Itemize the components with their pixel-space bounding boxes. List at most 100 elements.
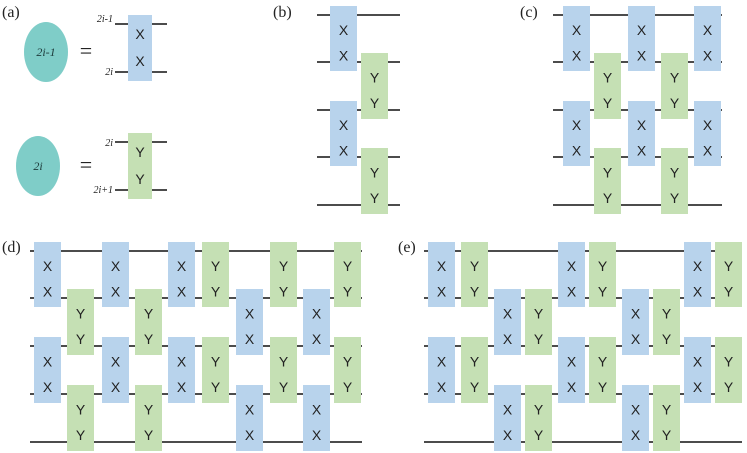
odd-x-gate-bottom-letter: X bbox=[135, 53, 145, 69]
circuit-b-y-gate-top-letter: Y bbox=[370, 69, 380, 85]
circuit-e-y-gate-bottom-letter: Y bbox=[470, 379, 480, 395]
circuit-e-x-gate-top-letter: X bbox=[631, 401, 641, 417]
circuit-e-x-gate-top-letter: X bbox=[503, 305, 513, 321]
circuit-d-y-gate bbox=[67, 289, 94, 355]
circuit-d-y-gate-top-letter: Y bbox=[144, 305, 154, 321]
circuit-e-y-gate-top-letter: Y bbox=[598, 258, 608, 274]
circuit-e-y-gate bbox=[653, 289, 680, 355]
circuit-d-x-gate-bottom-letter: X bbox=[43, 283, 53, 299]
circuit-c-x-gate-top-letter: X bbox=[703, 117, 713, 133]
circuit-d-x-gate-top-letter: X bbox=[245, 401, 255, 417]
circuit-d-y-gate-bottom-letter: Y bbox=[211, 283, 221, 299]
circuit-e-y-gate-bottom-letter: Y bbox=[534, 427, 544, 443]
circuit-b-x-gate-top-letter: X bbox=[339, 117, 349, 133]
circuit-e-x-gate-top-letter: X bbox=[437, 353, 447, 369]
circuit-d-y-gate-top-letter: Y bbox=[279, 258, 289, 274]
circuit-e-y-gate-bottom-letter: Y bbox=[662, 427, 672, 443]
circuit-e-y-gate-top-letter: Y bbox=[662, 401, 672, 417]
circuit-e-y-gate-top-letter: Y bbox=[534, 401, 544, 417]
circuit-d-y-gate-top-letter: Y bbox=[211, 258, 221, 274]
circuit-e-y-gate bbox=[589, 242, 616, 307]
odd-oval-label: 2i-1 bbox=[36, 45, 55, 59]
circuit-e-x-gate bbox=[428, 242, 455, 307]
circuit-e-y-gate-bottom-letter: Y bbox=[470, 283, 480, 299]
circuit-e-x-gate-bottom-letter: X bbox=[693, 379, 703, 395]
circuit-c-y-gate-top-letter: Y bbox=[603, 164, 613, 180]
circuit-e-x-gate-top-letter: X bbox=[693, 258, 703, 274]
circuit-d-y-gate-bottom-letter: Y bbox=[279, 283, 289, 299]
circuit-d-y-gate bbox=[202, 337, 229, 403]
circuit-d-x-gate-top-letter: X bbox=[111, 258, 121, 274]
panel-a: (a) 2i-1 = X X 2i-1 2i 2i = Y Y 2i 2i+1 bbox=[2, 4, 167, 199]
circuit-c-x-gate bbox=[694, 101, 721, 166]
circuit-d-y-gate bbox=[202, 242, 229, 307]
circuit-e-x-gate bbox=[558, 242, 585, 307]
circuit-e-y-gate-bottom-letter: Y bbox=[724, 283, 734, 299]
circuit-d-x-gate-bottom-letter: X bbox=[111, 283, 121, 299]
circuit-e-x-gate bbox=[558, 337, 585, 403]
circuit-c-x-gate-top-letter: X bbox=[637, 22, 647, 38]
circuit-e-x-gate bbox=[684, 337, 711, 403]
circuit-c-x-gate-top-letter: X bbox=[572, 117, 582, 133]
circuit-c-x-gate-top-letter: X bbox=[572, 22, 582, 38]
circuit-d-x-gate bbox=[34, 337, 61, 403]
circuit-d-y-gate bbox=[270, 242, 297, 307]
odd-bottom-wire-label: 2i bbox=[105, 67, 113, 78]
circuit-d-y-gate-bottom-letter: Y bbox=[144, 427, 154, 443]
circuit-c-x-gate bbox=[563, 101, 590, 166]
circuit-e-x-gate-top-letter: X bbox=[693, 353, 703, 369]
circuit-c-y-gate-bottom-letter: Y bbox=[603, 95, 613, 111]
circuit-b-x-gate-top-letter: X bbox=[339, 22, 349, 38]
circuit-d-y-gate-bottom-letter: Y bbox=[343, 379, 353, 395]
circuit-b-y-gate-bottom-letter: Y bbox=[370, 190, 380, 206]
circuit-d-x-gate-bottom-letter: X bbox=[245, 427, 255, 443]
even-oval bbox=[16, 136, 60, 196]
circuit-d-y-gate bbox=[67, 385, 94, 451]
circuit-c-y-gate bbox=[661, 148, 688, 214]
even-equals-sign: = bbox=[80, 152, 92, 177]
circuit-d-x-gate bbox=[34, 242, 61, 307]
circuit-e-x-gate-bottom-letter: X bbox=[437, 379, 447, 395]
circuit-e-y-gate-top-letter: Y bbox=[470, 353, 480, 369]
circuit-d-x-gate-bottom-letter: X bbox=[177, 379, 187, 395]
circuit-e-y-gate-bottom-letter: Y bbox=[534, 331, 544, 347]
circuit-d-y-gate-bottom-letter: Y bbox=[343, 283, 353, 299]
circuit-e-x-gate bbox=[494, 385, 521, 451]
circuit-e-y-gate bbox=[589, 337, 616, 403]
even-top-wire-label: 2i bbox=[105, 138, 113, 149]
even-bottom-wire-label: 2i+1 bbox=[93, 185, 113, 196]
circuit-d-y-gate-top-letter: Y bbox=[144, 401, 154, 417]
circuit-e-y-gate-top-letter: Y bbox=[598, 353, 608, 369]
circuit-c-y-gate-bottom-letter: Y bbox=[670, 190, 680, 206]
circuit-e-y-gate bbox=[653, 385, 680, 451]
circuit-e-x-gate bbox=[622, 385, 649, 451]
even-y-gate-bottom-letter: Y bbox=[135, 171, 145, 187]
circuit-e-y-gate bbox=[715, 337, 742, 403]
circuit-e-x-gate bbox=[494, 289, 521, 355]
circuit-e-x-gate-bottom-letter: X bbox=[631, 427, 641, 443]
circuit-d-x-gate-top-letter: X bbox=[111, 353, 121, 369]
circuit-c-y-gate-bottom-letter: Y bbox=[670, 95, 680, 111]
circuit-e-x-gate-top-letter: X bbox=[567, 258, 577, 274]
circuit-c-x-gate-bottom-letter: X bbox=[637, 47, 647, 63]
panel-label-c: (c) bbox=[520, 4, 538, 21]
circuit-d-y-gate bbox=[135, 289, 162, 355]
panel-label-b: (b) bbox=[273, 4, 292, 21]
circuit-d-x-gate-bottom-letter: X bbox=[43, 379, 53, 395]
circuit-e-x-gate-bottom-letter: X bbox=[437, 283, 447, 299]
legend-even: 2i = Y Y 2i 2i+1 bbox=[16, 133, 167, 199]
circuit-d-y-gate-bottom-letter: Y bbox=[211, 379, 221, 395]
odd-top-wire-label: 2i-1 bbox=[97, 14, 113, 25]
circuit-c-y-gate bbox=[661, 53, 688, 119]
circuit-d-y-gate-bottom-letter: Y bbox=[279, 379, 289, 395]
circuit-e-y-gate-bottom-letter: Y bbox=[724, 379, 734, 395]
circuit-c-y-gate-top-letter: Y bbox=[670, 69, 680, 85]
circuit-c-x-gate-bottom-letter: X bbox=[572, 142, 582, 158]
circuit-c-x-gate bbox=[563, 6, 590, 71]
odd-equals-sign: = bbox=[80, 38, 92, 63]
circuit-d-x-gate bbox=[236, 289, 263, 355]
